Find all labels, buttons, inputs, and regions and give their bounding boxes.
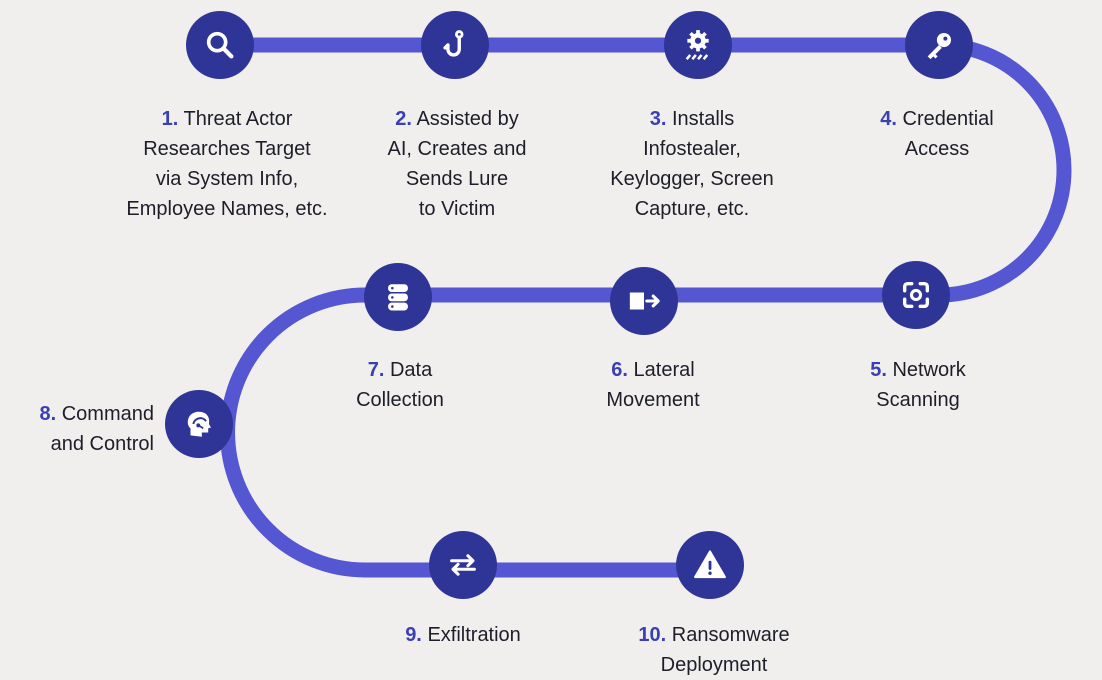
step-number: 10. <box>638 624 667 646</box>
step-2-label: 2. Assisted by AI, Creates and Sends Lur… <box>388 104 527 224</box>
database-icon <box>364 263 432 331</box>
step-text: Access <box>904 138 970 160</box>
step-number: 5. <box>870 359 887 381</box>
fish-hook-icon <box>421 11 489 79</box>
scan-icon <box>882 261 950 329</box>
step-text: Command <box>61 403 154 425</box>
step-text: to Victim <box>418 198 496 220</box>
step-text: Threat Actor <box>183 108 293 130</box>
step-text: Keylogger, Screen <box>610 168 774 190</box>
step-9-label: 9. Exfiltration <box>405 620 521 650</box>
step-text: Researches Target <box>143 138 311 160</box>
step-text: Scanning <box>876 389 960 411</box>
step-text: Assisted by <box>416 108 519 130</box>
step-text: Exfiltration <box>427 624 521 646</box>
step-number: 2. <box>395 108 412 130</box>
magnifier-icon <box>186 11 254 79</box>
step-text: Sends Lure <box>405 168 509 190</box>
step-10-label: 10. Ransomware Deployment <box>638 620 789 680</box>
step-text: Ransomware <box>671 624 790 646</box>
step-4-label: 4. Credential Access <box>880 104 993 164</box>
step-number: 9. <box>405 624 422 646</box>
step-text: Credential <box>902 108 994 130</box>
step-text: AI, Creates and <box>387 138 527 160</box>
step-text: Movement <box>606 389 700 411</box>
headset-icon <box>165 390 233 458</box>
step-3-label: 3. Installs Infostealer, Keylogger, Scre… <box>610 104 773 224</box>
step-number: 1. <box>161 108 179 130</box>
step-6-label: 6. Lateral Movement <box>606 355 699 415</box>
lateral-arrow-icon <box>610 267 678 335</box>
step-text: via System Info, <box>155 168 299 190</box>
step-number: 8. <box>39 403 57 425</box>
step-8-label: 8. Command and Control <box>39 399 154 459</box>
swap-arrows-icon <box>429 531 497 599</box>
step-text: Installs <box>672 108 735 130</box>
gear-install-icon <box>664 11 732 79</box>
step-text: Deployment <box>660 654 768 676</box>
step-text: Infostealer, <box>643 138 741 160</box>
step-1-label: 1. Threat Actor Researches Target via Sy… <box>126 104 327 224</box>
step-7-label: 7. Data Collection <box>356 355 444 415</box>
step-text: Capture, etc. <box>634 198 750 220</box>
step-number: 3. <box>649 108 667 130</box>
warning-icon <box>676 531 744 599</box>
step-text: and Control <box>50 433 154 455</box>
step-text: Network <box>892 359 966 381</box>
step-text: Lateral <box>633 359 695 381</box>
step-text: Data <box>389 359 433 381</box>
step-number: 7. <box>367 359 385 381</box>
step-number: 4. <box>880 108 897 130</box>
key-icon <box>905 11 973 79</box>
step-number: 6. <box>611 359 628 381</box>
step-5-label: 5. Network Scanning <box>870 355 966 415</box>
step-text: Employee Names, etc. <box>126 198 328 220</box>
step-text: Collection <box>356 389 444 411</box>
